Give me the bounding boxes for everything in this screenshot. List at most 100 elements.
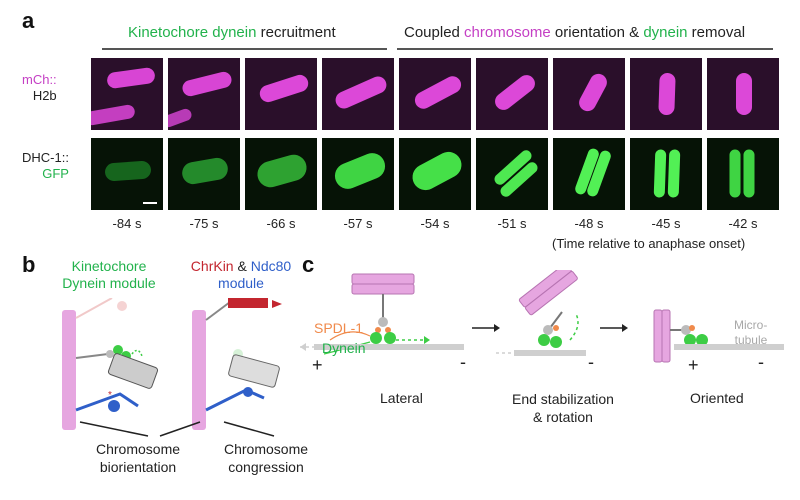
c-lateral-microtubule: [314, 344, 464, 350]
panel-b-diagram: *: [62, 298, 282, 437]
h2b-tile-9: [707, 58, 779, 130]
time-label-5: -54 s: [420, 216, 450, 231]
row1-label-line1: mCh::: [22, 72, 57, 87]
header-right-part2: chromosome: [464, 24, 551, 41]
c-oriented-label: Oriented: [690, 390, 744, 406]
dhc-tile-3: [245, 138, 317, 210]
c-lateral-chromosome-top: [351, 273, 415, 285]
h2b-tile-3: [245, 58, 317, 130]
c-oriented-dynein-2: [696, 334, 708, 346]
c-endstab-label: End stabilization & rotation: [512, 390, 614, 426]
c-oriented-chromosome-right: [661, 309, 671, 363]
b-right-title-part1: ChrKin: [190, 258, 234, 274]
c-lateral-plus: +: [312, 355, 323, 375]
b-right-chrkin-arrow: [272, 300, 282, 308]
b-left-star: *: [108, 390, 112, 401]
h2b-tile-1: [91, 58, 163, 130]
b-right-chrkin-link: [205, 301, 231, 321]
dhc-tile-1: [91, 138, 163, 210]
header-right-part4: dynein: [643, 24, 688, 41]
c-endstab-microtubule: [514, 350, 586, 356]
time-label-2: -75 s: [189, 216, 219, 231]
header-left: Kinetochore dynein recruitment: [128, 24, 336, 41]
c-microtubule-line1: Micro-: [734, 318, 768, 332]
b-left-title-line1: Kinetochore: [71, 258, 147, 274]
b-left-ndc80-head: [108, 400, 120, 412]
c-oriented-minus: -: [758, 352, 764, 372]
dhc-tile-5: [399, 138, 471, 210]
b-left-dynein-head-1: [113, 345, 123, 355]
panel-a-letter: a: [22, 8, 35, 33]
c-lateral-dynein-1: [370, 332, 382, 344]
b-bottom-right-line2: congression: [228, 459, 304, 475]
b-bottom-left-line1: Chromosome: [96, 441, 181, 457]
dhc-tile-4: [322, 138, 394, 210]
b-left-title: Kinetochore Dynein module: [54, 258, 164, 292]
b-arrow-3: [223, 421, 275, 437]
h2b-tile-6: [476, 58, 548, 130]
b-right-title: ChrKin & Ndc80 module: [176, 258, 306, 292]
dhc-tile-9: [707, 138, 779, 210]
time-label-9: -42 s: [728, 216, 758, 231]
c-dynein-label: Dynein: [322, 340, 366, 356]
header-left-part1: Kinetochore dynein: [128, 24, 257, 41]
c-lateral-spdl-1: [375, 327, 381, 333]
row2-label-line1: DHC-1::: [22, 150, 69, 165]
b-bottom-right-line1: Chromosome: [224, 441, 309, 457]
row2-label: DHC-1:: GFP: [22, 150, 69, 182]
b-left-ndc80: [75, 392, 139, 412]
b-left-faded-link: [75, 298, 113, 319]
c-endstab-rotation-arrow: [569, 313, 579, 341]
row2-label-line2: GFP: [42, 166, 69, 181]
b-left-title-line2: Dynein module: [62, 275, 156, 291]
b-right-ndc80-head: [243, 387, 253, 397]
c-lateral-chromosome-bottom: [351, 283, 415, 295]
c-lateral-dynein-2: [384, 332, 396, 344]
time-caption: (Time relative to anaphase onset): [552, 236, 746, 251]
b-right-title-part2: &: [233, 258, 251, 274]
c-microtubule-line2: tubule: [734, 333, 768, 347]
b-right-ndc80: [205, 388, 265, 412]
b-left-dynein-link: [75, 353, 109, 359]
scale-bar: [143, 202, 157, 204]
header-left-underline: [102, 48, 387, 50]
c-endstab-line1: End stabilization: [512, 391, 614, 407]
c-microtubule-label: Micro- tubule: [734, 318, 767, 348]
b-bottom-left: Chromosome biorientation: [96, 440, 180, 476]
c-oriented-microtubule: [674, 344, 784, 350]
b-right-title-line2: module: [218, 275, 264, 291]
c-oriented-dynein-1: [684, 334, 696, 346]
header-left-part2: recruitment: [256, 24, 336, 41]
dhc-tile-6: [476, 138, 548, 210]
c-arrow-2-head: [622, 324, 628, 332]
c-lateral-spdl-2: [385, 327, 391, 333]
c-oriented-chromosome-left: [653, 309, 663, 363]
b-arrow-1: [79, 421, 149, 437]
c-endstab-line2: & rotation: [533, 409, 593, 425]
dhc-tile-7: [553, 138, 625, 210]
header-right-part1: Coupled: [404, 24, 465, 41]
b-bottom-left-line2: biorientation: [99, 459, 177, 475]
c-endstab-chromosome: [518, 270, 578, 316]
dhc-tile-8: [630, 138, 702, 210]
c-spdl-label: SPDL-1: [314, 320, 364, 336]
h2b-tile-8: [630, 58, 702, 130]
c-oriented-adaptor: [681, 325, 691, 335]
time-label-7: -48 s: [574, 216, 604, 231]
row1-label-line2: H2b: [32, 88, 57, 103]
time-label-4: -57 s: [343, 216, 373, 231]
c-lateral-minus: -: [460, 352, 466, 372]
b-left-dynein-arrow: [131, 349, 143, 357]
c-endstab-dynein-1: [538, 334, 550, 346]
c-endstab-minus: -: [588, 352, 594, 372]
c-arrow-1-head: [494, 324, 500, 332]
h2b-tile-5: [399, 58, 471, 130]
panel-b-letter: b: [22, 252, 36, 277]
b-left-microtubule: [107, 353, 159, 389]
c-lateral-mt-arrowhead: [300, 343, 306, 351]
b-right-title-part3: Ndc80: [250, 258, 292, 274]
b-bottom-right: Chromosome congression: [224, 440, 308, 476]
b-left-chromosome: [62, 310, 76, 430]
time-label-1: -84 s: [112, 216, 142, 231]
row1-label: mCh:: H2b: [22, 72, 57, 104]
